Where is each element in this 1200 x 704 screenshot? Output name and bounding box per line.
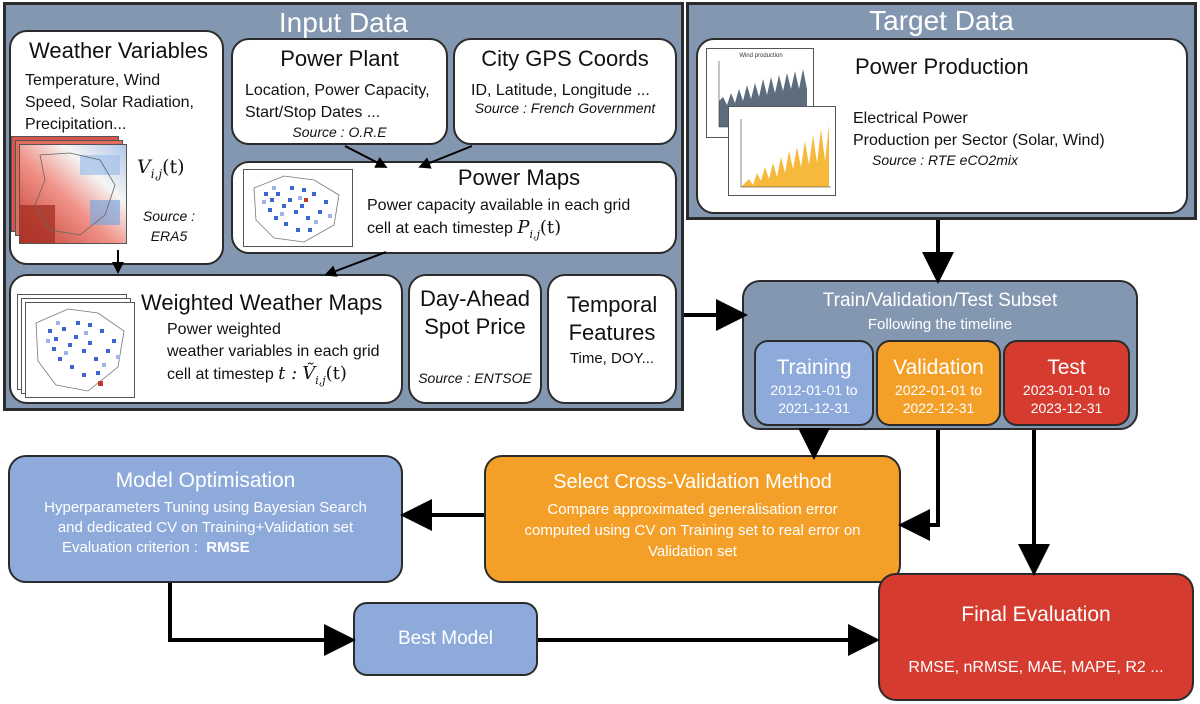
weather-source-label: Source :: [142, 208, 196, 224]
validation-start: 2022-01-01 to: [894, 382, 983, 398]
spot-price-title-1: Day-Ahead: [419, 286, 531, 311]
best-model-title: Best Model: [397, 628, 494, 649]
weighted-maps-line-2: weather variables in each grid: [167, 343, 380, 360]
power-maps-formula: Pi,j(t): [517, 217, 562, 241]
model-optimisation-box: Model Optimisation Hyperparameters Tunin…: [8, 455, 403, 583]
temporal-title-2: Features: [568, 320, 656, 345]
power-production-title: Power Production: [855, 54, 1029, 79]
weighted-maps-title: Weighted Weather Maps: [141, 290, 383, 315]
power-maps-line-1: Power capacity available in each grid: [367, 197, 631, 214]
power-production-line-2: Production per Sector (Solar, Wind): [853, 132, 1105, 149]
validation-box: Validation 2022-01-01 to 2022-12-31: [876, 340, 1001, 426]
weather-heatmap-image: [19, 144, 127, 244]
power-plant-line-2: Start/Stop Dates ...: [245, 104, 381, 121]
test-end: 2023-12-31: [1030, 400, 1103, 416]
weather-line-1: Temperature, Wind: [25, 72, 161, 89]
cross-validation-box: Select Cross-Validation Method Compare a…: [484, 455, 901, 583]
validation-label: Validation: [893, 356, 984, 379]
test-start: 2023-01-01 to: [1022, 382, 1111, 398]
model-opt-line-2: and dedicated CV on Training+Validation …: [57, 519, 354, 536]
training-label: Training: [776, 356, 852, 379]
power-plant-source: Source : O.R.E: [292, 124, 387, 140]
weather-variables-card: Weather Variables Temperature, Wind Spee…: [9, 30, 224, 265]
model-opt-criterion: Evaluation criterion : RMSE: [62, 539, 250, 556]
final-eval-title: Final Evaluation: [961, 603, 1111, 626]
cross-val-line-3: Validation set: [648, 543, 737, 560]
power-maps-card: Power Maps Power capacity available in e…: [231, 161, 677, 254]
weather-formula: Vi,j(t): [137, 156, 185, 181]
power-maps-title: Power Maps: [457, 165, 581, 190]
temporal-features-card: Temporal Features Time, DOY...: [547, 274, 677, 404]
power-map-image: [243, 169, 353, 247]
city-gps-line: ID, Latitude, Longitude ...: [471, 82, 650, 99]
power-maps-line-2: cell at each timestep Pi,j(t): [367, 217, 562, 241]
weighted-maps-line-3: cell at timestep t : Ṽi,j(t): [167, 363, 347, 387]
cross-val-line-2: computed using CV on Training set to rea…: [524, 522, 861, 539]
training-box: Training 2012-01-01 to 2021-12-31: [754, 340, 874, 426]
validation-end: 2022-12-31: [902, 400, 975, 416]
power-plant-line-1: Location, Power Capacity,: [245, 82, 430, 99]
input-data-title: Input Data: [278, 7, 409, 38]
weather-line-2: Speed, Solar Radiation,: [25, 94, 194, 111]
city-gps-card: City GPS Coords ID, Latitude, Longitude …: [453, 38, 677, 145]
spot-price-card: Day-Ahead Spot Price Source : ENTSOE: [408, 274, 542, 404]
weighted-map-image: [25, 302, 135, 398]
best-model-box: Best Model: [353, 602, 538, 676]
weighted-maps-line-1: Power weighted: [167, 321, 281, 338]
test-box: Test 2023-01-01 to 2023-12-31: [1003, 340, 1130, 426]
temporal-line: Time, DOY...: [569, 350, 655, 367]
city-gps-source: Source : French Government: [474, 100, 656, 116]
power-production-card: Wind production Power Production Electri…: [696, 38, 1188, 214]
temporal-title-1: Temporal: [566, 292, 658, 317]
city-gps-title: City GPS Coords: [481, 46, 649, 71]
power-production-line-1: Electrical Power: [853, 110, 968, 127]
weather-variables-title: Weather Variables: [29, 38, 208, 63]
training-end: 2021-12-31: [778, 400, 850, 416]
power-plant-card: Power Plant Location, Power Capacity, St…: [231, 38, 448, 145]
model-opt-line-1: Hyperparameters Tuning using Bayesian Se…: [44, 499, 367, 516]
power-production-source: Source : RTE eCO2mix: [872, 152, 1019, 168]
test-label: Test: [1047, 356, 1086, 379]
solar-production-chart: [728, 106, 836, 196]
cross-val-line-1: Compare approximated generalisation erro…: [547, 501, 838, 518]
cross-val-title: Select Cross-Validation Method: [553, 471, 832, 493]
weighted-weather-maps-card: Weighted Weather Maps Power weighted wea…: [9, 274, 403, 404]
training-start: 2012-01-01 to: [770, 382, 858, 398]
subset-subtitle: Following the timeline: [867, 316, 1013, 333]
model-opt-title: Model Optimisation: [115, 469, 296, 492]
spot-price-title-2: Spot Price: [424, 314, 526, 339]
power-plant-title: Power Plant: [280, 46, 399, 71]
arrow-modelopt-to-best: [168, 583, 356, 656]
subset-title: Train/Validation/Test Subset: [822, 290, 1058, 311]
final-eval-metrics: RMSE, nRMSE, MAE, MAPE, R2 ...: [908, 659, 1164, 676]
weighted-maps-formula: t : Ṽi,j(t): [278, 363, 347, 387]
arrow-validation-to-crossval: [898, 430, 940, 541]
weather-line-3: Precipitation...: [25, 116, 127, 133]
weather-source: ERA5: [150, 228, 188, 244]
final-evaluation-box: Final Evaluation RMSE, nRMSE, MAE, MAPE,…: [878, 573, 1194, 701]
target-data-title: Target Data: [869, 5, 1014, 36]
wind-chart-title: Wind production: [739, 53, 782, 59]
spot-price-source: Source : ENTSOE: [418, 370, 532, 386]
